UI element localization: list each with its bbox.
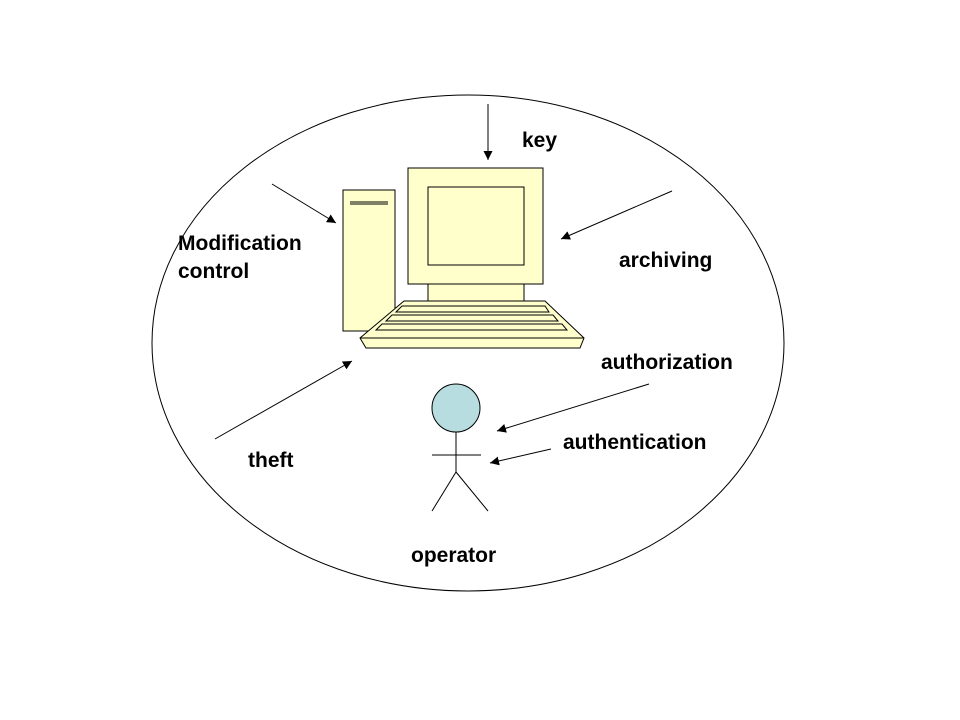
operator-head	[431, 383, 481, 433]
operator-right-leg	[455, 471, 489, 512]
arrow-archiving	[560, 190, 673, 240]
keyboard-key-row	[374, 323, 569, 331]
operator-left-leg	[431, 471, 457, 512]
label-modification-control: Modification control	[178, 230, 302, 286]
label-modification-line1: Modification	[178, 232, 302, 255]
computer-icon	[342, 167, 585, 349]
boundary-ellipse	[151, 94, 785, 592]
label-archiving: archiving	[619, 249, 713, 272]
arrow-authentication	[489, 448, 552, 466]
label-authorization: authorization	[601, 351, 733, 374]
keyboard-key-row	[384, 314, 560, 322]
monitor-screen	[427, 186, 525, 266]
computer-tower	[342, 189, 396, 332]
stick-figure-icon	[431, 383, 489, 512]
label-key: key	[522, 129, 558, 152]
monitor-stand	[427, 283, 525, 302]
label-theft: theft	[248, 449, 294, 472]
label-operator: operator	[411, 544, 497, 567]
label-authentication: authentication	[563, 431, 707, 454]
label-modification-line2: control	[178, 260, 250, 283]
arrow-theft	[214, 360, 353, 440]
arrow-modification-control	[271, 183, 337, 224]
arrow-authorization	[496, 383, 650, 433]
keyboard-key-row	[394, 305, 550, 313]
